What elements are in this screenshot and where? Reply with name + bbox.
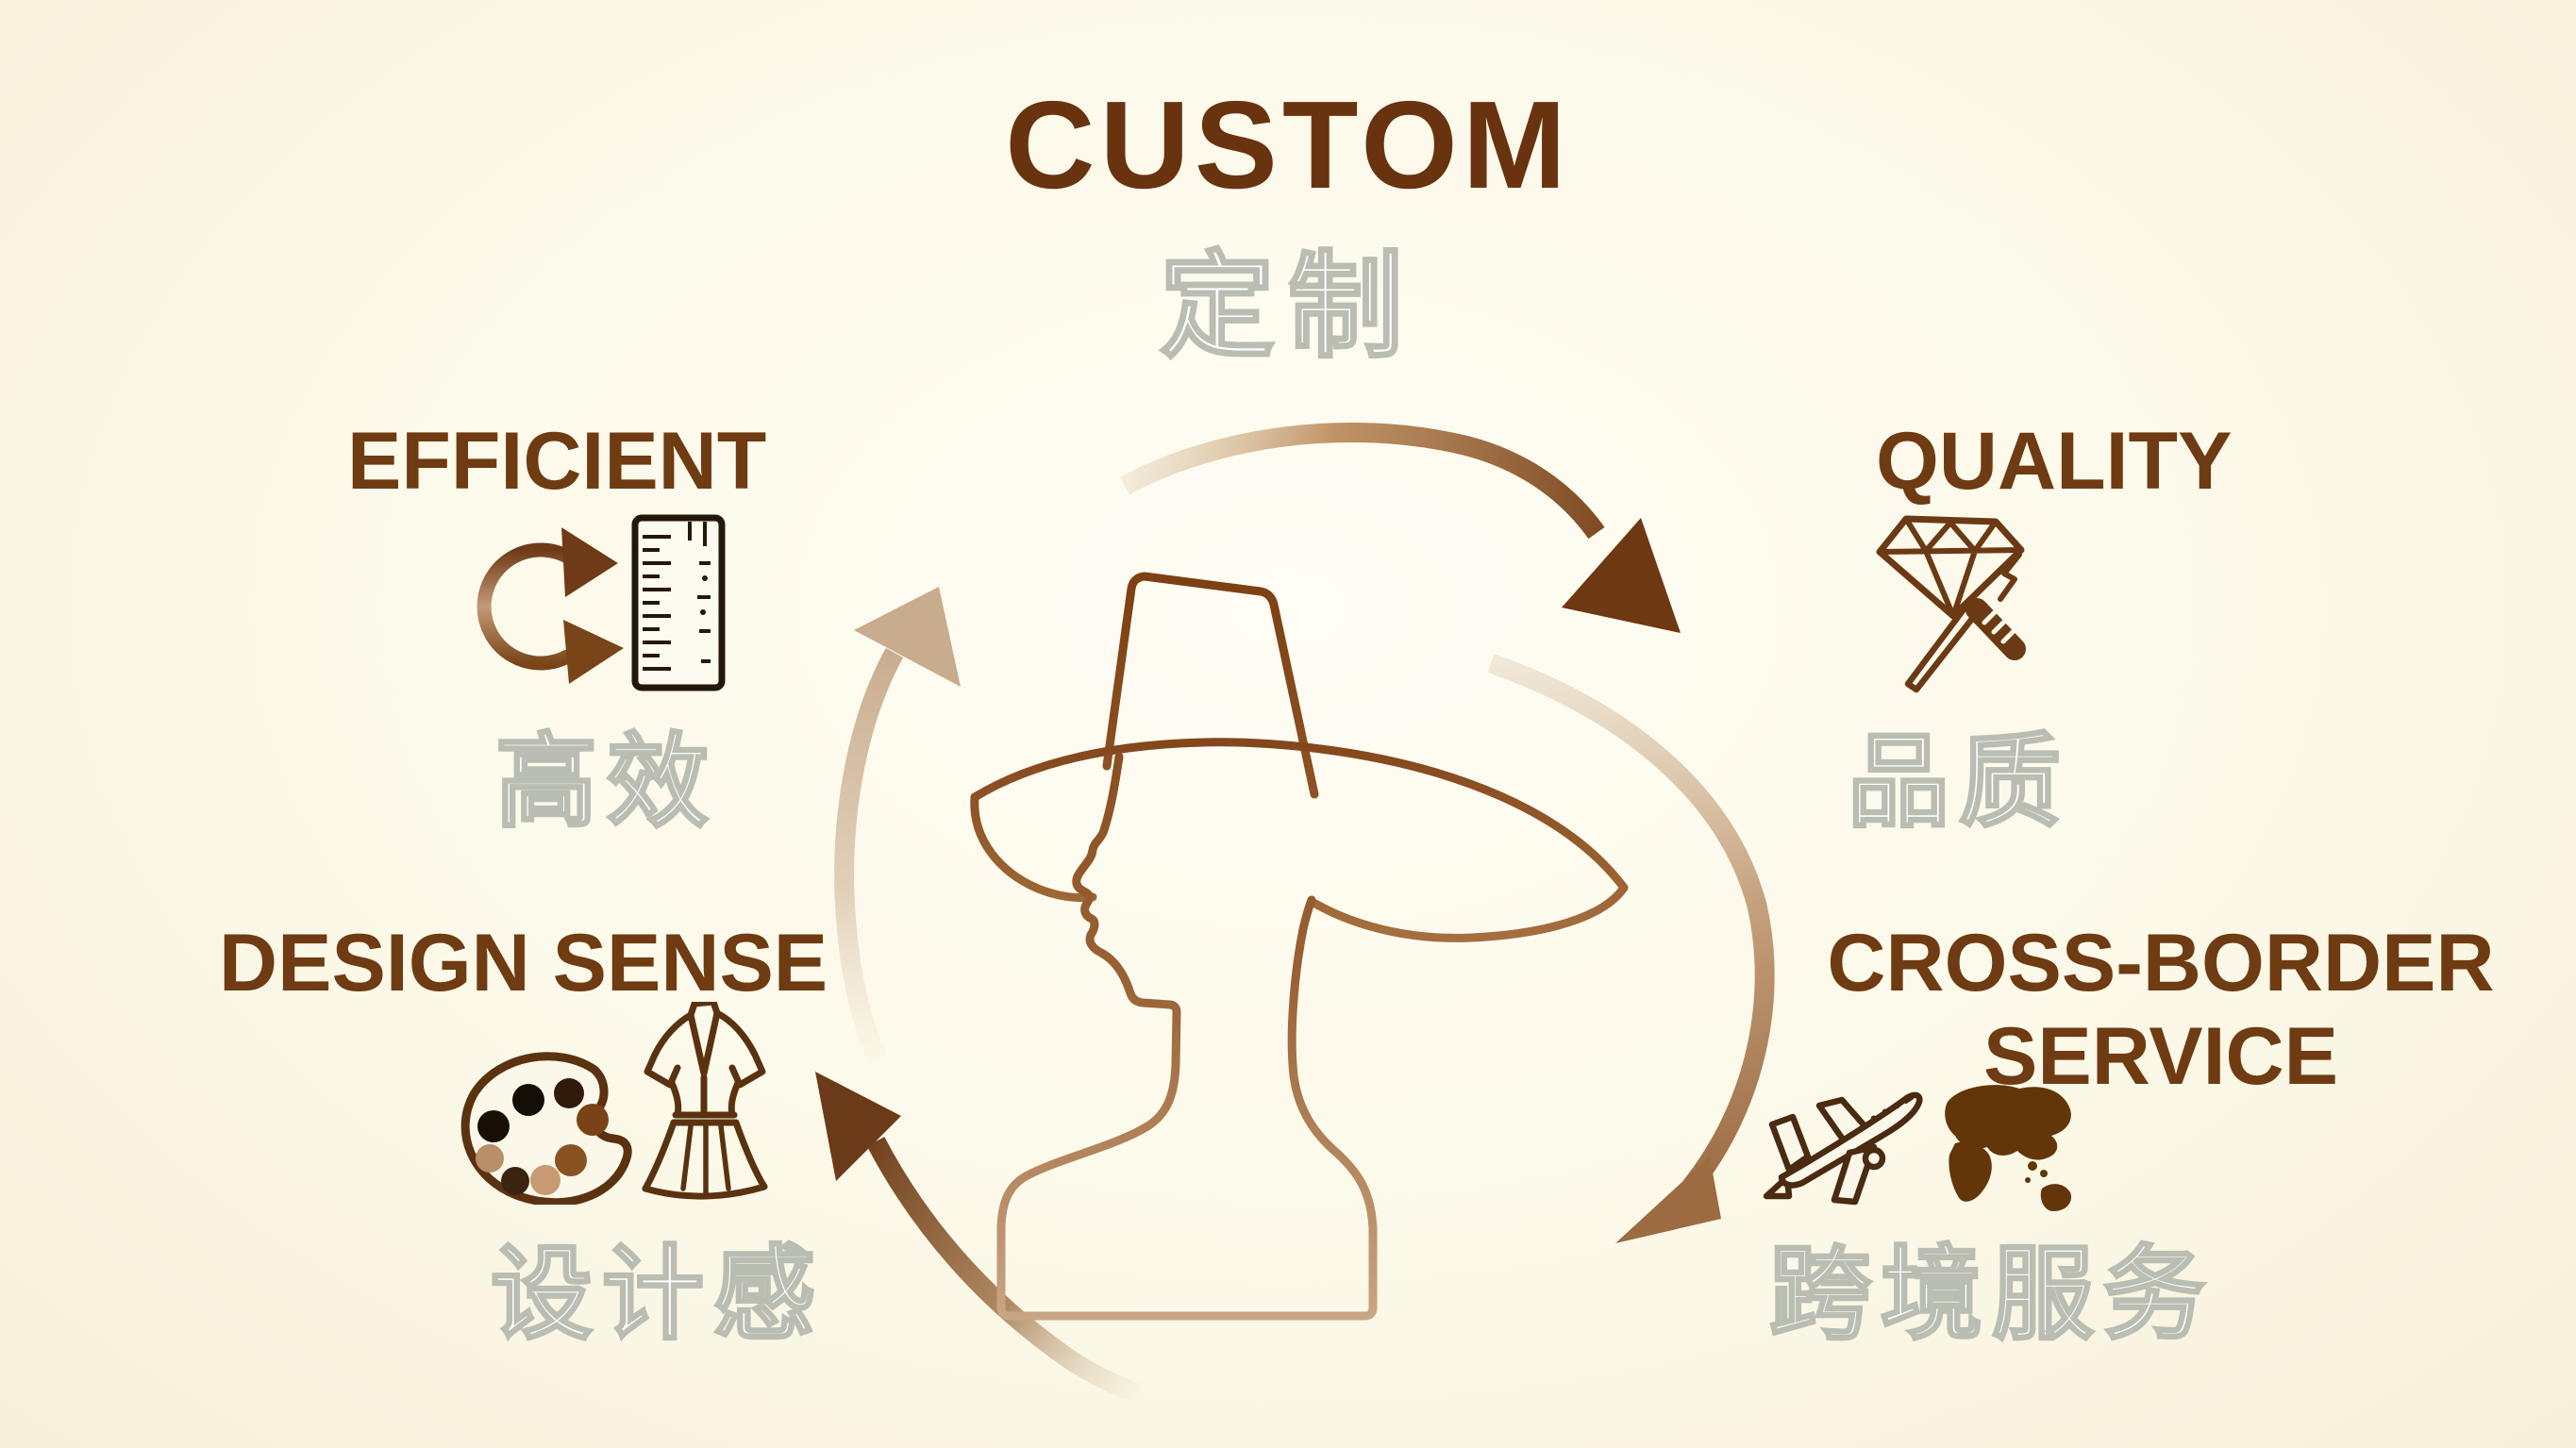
label-cross-border-line2: SERVICE (1983, 1011, 2338, 1102)
label-cross-border-service: CROSS-BORDER SERVICE (1826, 917, 2496, 1104)
paint-palette-icon (460, 1052, 632, 1205)
efficient-icons (477, 514, 726, 691)
cross-border-icons (1763, 1085, 2072, 1211)
page-title-zh: 定制 (1159, 241, 1416, 373)
hat-brim-bottom-left (970, 792, 1097, 903)
label-design-sense-zh: 设计感 (489, 1236, 826, 1353)
face-and-body-outline (996, 752, 1378, 1321)
world-map-icon (1945, 1085, 2072, 1211)
label-quality-zh: 品质 (1846, 724, 2071, 841)
label-design-sense: DESIGN SENSE (219, 918, 828, 1008)
rotation-arrows-icon (477, 527, 624, 684)
label-cross-border-service-zh: 跨境服务 (1767, 1236, 2216, 1353)
arrow-arc-top (1120, 422, 1605, 540)
label-quality: QUALITY (1876, 416, 2233, 507)
arrow-head-bottom-right-icon (1615, 1157, 1721, 1243)
arrow-head-top-left-icon (854, 587, 961, 687)
person-with-hat-figure (970, 572, 1629, 1321)
arrow-arc-left (834, 647, 904, 1063)
airplane-icon (1763, 1091, 1923, 1206)
arrow-arc-bottom (866, 1137, 1141, 1403)
dress-icon (642, 1002, 768, 1200)
label-efficient: EFFICIENT (347, 416, 767, 507)
design-sense-icons (460, 1002, 768, 1205)
hat-brim-top (970, 738, 1629, 892)
arrow-arc-right (1487, 654, 1775, 1193)
arrow-head-bottom-left-icon (815, 1072, 901, 1181)
label-efficient-zh: 高效 (493, 724, 719, 841)
cycle-arrows (815, 422, 1775, 1403)
hat-brim-bottom-right (1311, 883, 1629, 942)
arrow-head-top-right-icon (1562, 518, 1681, 633)
hat-crown (1102, 572, 1319, 799)
page-title: CUSTOM (1005, 75, 1571, 214)
label-cross-border-line1: CROSS-BORDER (1827, 918, 2495, 1008)
diamond-engraver-icon (1876, 515, 2026, 693)
ruler-icon (631, 514, 726, 691)
